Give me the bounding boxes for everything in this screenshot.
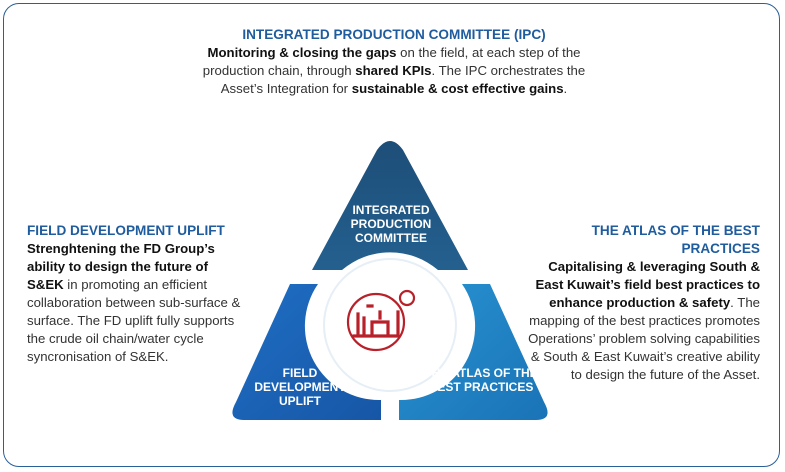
segment-top bbox=[312, 141, 468, 270]
segment-left bbox=[232, 284, 381, 420]
segment-right bbox=[399, 284, 548, 420]
segment-right-label: THE ATLAS OF THE BEST PRACTICES bbox=[424, 366, 538, 394]
atlas-body: Capitalising & leveraging South & East K… bbox=[528, 259, 760, 382]
logo-icon bbox=[346, 289, 416, 352]
outer-frame bbox=[3, 3, 780, 467]
fd-uplift-title: FIELD DEVELOPMENT UPLIFT bbox=[27, 223, 225, 238]
fd-uplift-body: Strenghtening the FD Group’s ability to … bbox=[27, 241, 241, 364]
segment-top-label: INTEGRATED PRODUCTION COMMITTEE bbox=[350, 203, 432, 245]
ipc-body: Monitoring & closing the gaps on the fie… bbox=[202, 45, 586, 96]
fd-uplift-description: FIELD DEVELOPMENT UPLIFT Strenghtening t… bbox=[27, 222, 241, 366]
atlas-description: THE ATLAS OF THE BEST PRACTICES Capitali… bbox=[528, 222, 760, 384]
segment-left-label: FIELD DEVELOPMENT UPLIFT bbox=[254, 366, 346, 408]
atlas-title: THE ATLAS OF THE BEST PRACTICES bbox=[591, 223, 760, 256]
ipc-title: INTEGRATED PRODUCTION COMMITTEE (IPC) bbox=[242, 27, 546, 42]
center-circle bbox=[324, 259, 456, 391]
ipc-description: INTEGRATED PRODUCTION COMMITTEE (IPC) Mo… bbox=[200, 26, 588, 98]
